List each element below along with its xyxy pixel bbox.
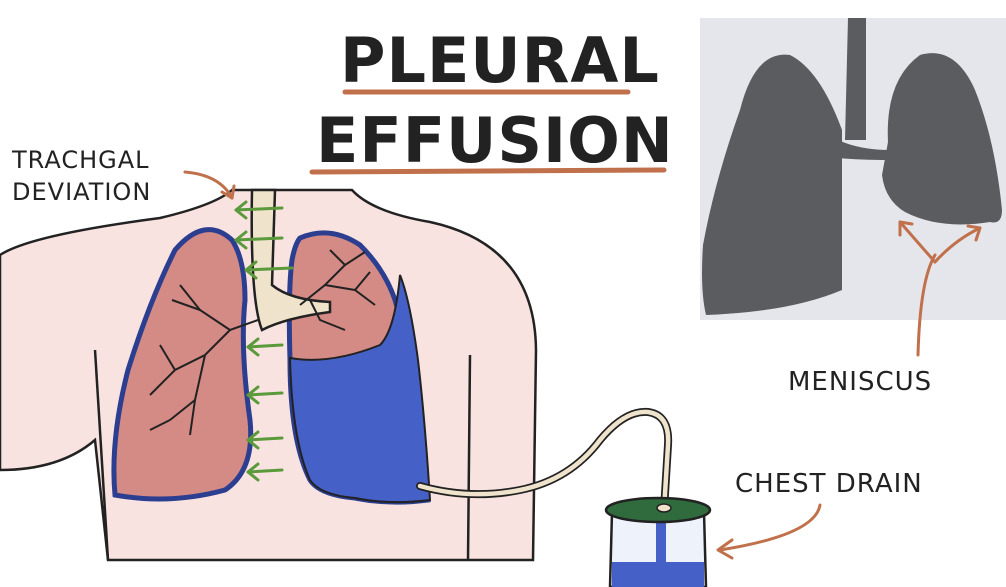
bronchi-left: [149, 284, 259, 436]
xray-lung-left: [702, 54, 842, 315]
tracheal-pointer-arrow: [183, 170, 234, 200]
drain-bottle-fluid: [612, 562, 704, 587]
meniscus-arrow-left: [898, 220, 937, 264]
tracheal-label-line-1: TRACHGAL: [11, 146, 150, 174]
chest-drain-label: CHEST DRAIN: [735, 469, 923, 499]
deviation-arrow-1: [234, 200, 284, 220]
xray-trachea: [845, 18, 866, 140]
arm-line-right: [466, 354, 472, 561]
trachea: [250, 188, 332, 332]
xray-lung-right: [882, 53, 1002, 225]
arm-line-left: [93, 349, 110, 561]
xray-panel: [700, 18, 1006, 320]
tracheal-label-line-2: DEVIATION: [12, 178, 151, 206]
chest-drain-pointer: [718, 503, 822, 552]
title: PLEURAL EFFUSION: [309, 24, 674, 177]
xray-bronchus: [838, 140, 890, 160]
torso-illustration: [0, 188, 538, 562]
meniscus-arrowhead-left: [898, 220, 914, 237]
meniscus-stem: [916, 253, 937, 357]
tracheal-deviation-annotation: TRACHGAL DEVIATION: [11, 146, 236, 206]
meniscus-arrow-right: [933, 226, 982, 264]
deviation-arrow-6: [246, 430, 284, 450]
deviation-arrow-3: [244, 260, 294, 280]
drain-underwater-tube: [656, 520, 666, 564]
deviation-arrow-7: [246, 462, 284, 482]
chest-drain-arrowhead: [716, 538, 734, 560]
deviation-arrows: [234, 200, 294, 482]
meniscus-annotation: MENISCUS: [788, 220, 982, 397]
effusion-fluid: [288, 274, 432, 504]
title-line-1: PLEURAL: [340, 24, 660, 97]
title-underline-2: [309, 167, 667, 175]
bronchi-right: [299, 249, 376, 331]
meniscus-arrowhead-right: [966, 224, 982, 242]
deviation-arrow-5: [246, 385, 284, 405]
tracheal-pointer-arrowhead: [220, 184, 236, 200]
chest-drain: [416, 407, 712, 587]
title-line-2: EFFUSION: [316, 104, 674, 177]
lung-left: [111, 227, 254, 502]
drain-tube: [417, 409, 671, 513]
deviation-arrow-2: [234, 230, 284, 250]
meniscus-label: MENISCUS: [788, 367, 932, 397]
deviation-arrow-4: [246, 337, 284, 357]
chest-drain-annotation: CHEST DRAIN: [716, 469, 923, 560]
drain-lid-port: [656, 503, 672, 513]
